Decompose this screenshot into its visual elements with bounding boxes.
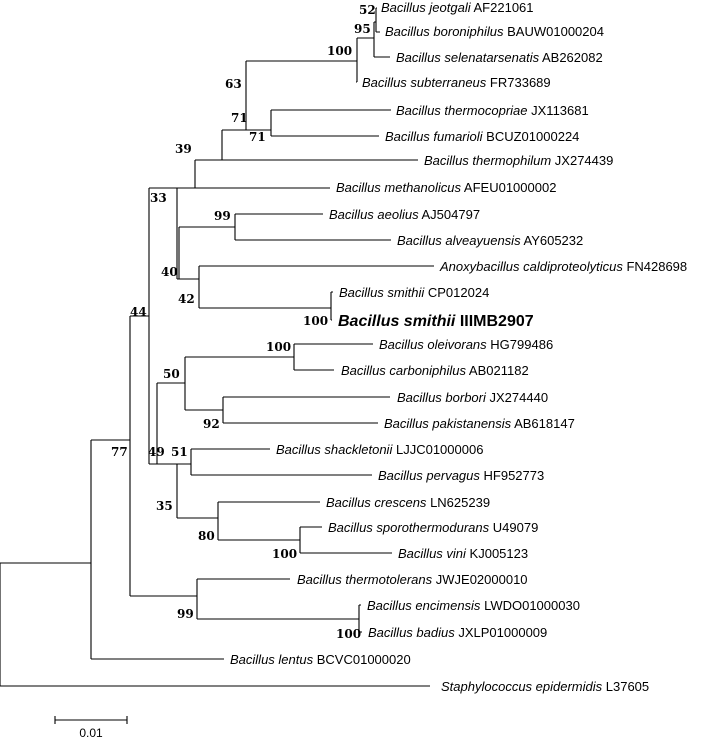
taxon-label: Bacillus thermocopriae JX113681 <box>396 103 589 118</box>
taxon-label: Bacillus borbori JX274440 <box>397 390 548 405</box>
taxon-label-highlighted: Bacillus smithii IIIMB2907 <box>338 313 534 330</box>
taxon-label: Bacillus pakistanensis AB618147 <box>384 416 575 431</box>
bootstrap-label: 63 <box>225 77 242 91</box>
bootstrap-label: 51 <box>171 445 188 459</box>
taxon-label: Bacillus jeotgali AF221061 <box>381 0 534 15</box>
bootstrap-label: 100 <box>303 314 328 328</box>
bootstrap-label: 42 <box>178 292 195 306</box>
taxon-label: Bacillus badius JXLP01000009 <box>368 625 547 640</box>
bootstrap-label: 44 <box>130 305 147 319</box>
branch-ingroup <box>90 439 224 660</box>
scale-bar: 0.01 <box>54 716 128 738</box>
branch-methanolicus-split <box>194 159 330 189</box>
taxon-label: Bacillus vini KJ005123 <box>398 546 528 561</box>
scale-bar-label: 0.01 <box>79 726 103 738</box>
taxon-label: Anoxybacillus caldiproteolyticus FN42869… <box>439 259 687 274</box>
bootstrap-label: 99 <box>214 209 231 223</box>
branch-thermophilum-split <box>221 129 418 161</box>
branch-oleivorans-borbori <box>184 356 294 411</box>
branch-thermotolerans-group <box>196 578 359 620</box>
branch-crescens-group <box>217 501 320 541</box>
branch-oleivorans-carboniphilus <box>293 343 373 371</box>
bootstrap-label: 99 <box>177 607 194 621</box>
taxon-label: Staphylococcus epidermidis L37605 <box>441 679 649 694</box>
taxon-label: Bacillus boroniphilus BAUW01000204 <box>385 24 604 39</box>
branch-thermocopriae-fumarioli <box>270 109 391 137</box>
branch-root <box>0 562 430 687</box>
bootstrap-label: 77 <box>111 445 128 459</box>
taxon-labels: Bacillus jeotgali AF221061 Bacillus boro… <box>230 0 687 694</box>
taxon-label: Bacillus encimensis LWDO01000030 <box>367 598 580 613</box>
branch-smithii-pair <box>330 291 333 321</box>
bootstrap-label: 92 <box>203 417 220 431</box>
bootstrap-label: 95 <box>354 22 371 36</box>
branch-shackletonii-pervagus <box>190 448 372 476</box>
branch-upper-clade <box>245 60 357 131</box>
bootstrap-label: 80 <box>198 529 215 543</box>
bootstrap-label: 100 <box>336 627 361 641</box>
taxon-label: Bacillus lentus BCVC01000020 <box>230 652 411 667</box>
bootstrap-label: 100 <box>327 44 352 58</box>
branch-ingroup-core <box>129 315 197 597</box>
taxon-label: Bacillus alveayuensis AY605232 <box>397 233 583 248</box>
taxon-label: Bacillus thermotolerans JWJE02000010 <box>297 572 528 587</box>
scale-bar-line <box>54 716 128 724</box>
taxon-label: Bacillus aeolius AJ504797 <box>329 207 480 222</box>
taxon-label: Bacillus crescens LN625239 <box>326 495 490 510</box>
bootstrap-label: 50 <box>163 367 180 381</box>
bootstrap-label: 71 <box>231 111 248 125</box>
branch-anoxy-smithii <box>198 265 434 309</box>
taxon-label: Bacillus oleivorans HG799486 <box>379 337 553 352</box>
branch-aeolius-alveayuensis <box>234 213 391 241</box>
bootstrap-label: 100 <box>272 547 297 561</box>
branch-sporo-vini <box>299 526 392 554</box>
taxon-label: Bacillus shackletonii LJJC01000006 <box>276 442 483 457</box>
bootstrap-label: 71 <box>249 130 266 144</box>
taxon-label: Bacillus pervagus HF952773 <box>378 468 544 483</box>
taxon-label: Bacillus subterraneus FR733689 <box>362 75 551 90</box>
branch-aeolius-smithii-group <box>178 226 235 280</box>
branch-encimensis-badius <box>358 604 362 633</box>
branch-lower-middle <box>156 382 185 465</box>
branch-methanolicus-group <box>176 187 195 280</box>
branch-borbori-pakistanensis <box>222 396 390 424</box>
bootstrap-label: 35 <box>156 499 173 513</box>
bootstrap-values: 52 95 100 63 71 71 39 33 99 40 42 100 44… <box>111 3 376 641</box>
bootstrap-label: 52 <box>359 3 376 17</box>
taxon-label: Bacillus methanolicus AFEU01000002 <box>336 180 556 195</box>
taxon-label: Bacillus sporothermodurans U49079 <box>328 520 538 535</box>
bootstrap-label: 49 <box>148 445 165 459</box>
bootstrap-label: 33 <box>150 191 167 205</box>
branch-shackletonii-crescens <box>176 463 218 519</box>
branch-subterraneus <box>356 37 374 83</box>
taxon-label: Bacillus selenatarsenatis AB262082 <box>396 50 603 65</box>
taxon-label: Bacillus thermophilum JX274439 <box>424 153 613 168</box>
branch-jeo-boro <box>375 7 380 33</box>
taxon-label: Bacillus smithii CP012024 <box>339 285 489 300</box>
branch-main-split <box>148 187 177 465</box>
bootstrap-label: 39 <box>175 142 192 156</box>
bootstrap-label: 100 <box>266 340 291 354</box>
tree-branches <box>0 7 434 687</box>
taxon-label: Bacillus carboniphilus AB021182 <box>341 363 529 378</box>
bootstrap-label: 40 <box>161 265 178 279</box>
taxon-label: Bacillus fumarioli BCUZ01000224 <box>385 129 579 144</box>
